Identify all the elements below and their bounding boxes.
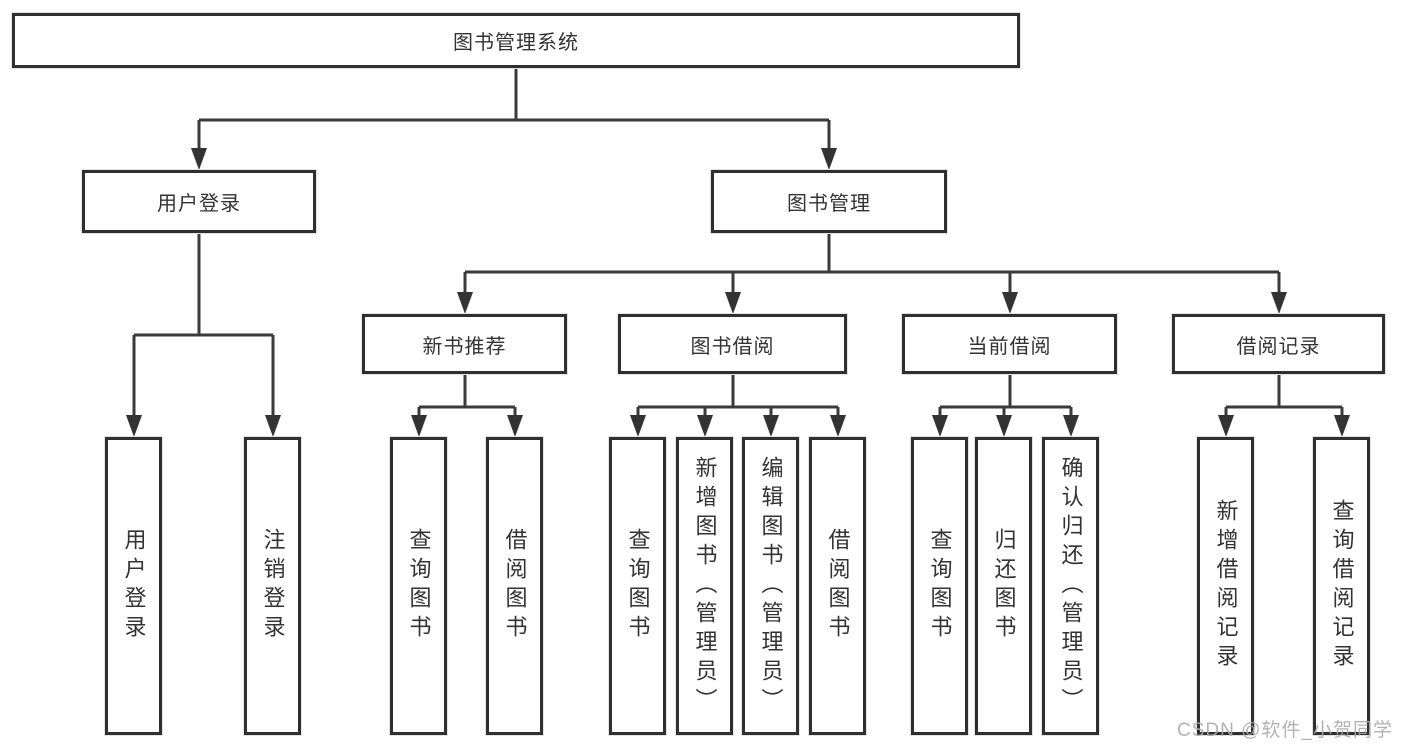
arrowhead (821, 148, 837, 170)
watermark-text: CSDN @软件_小贺同学 (1177, 720, 1393, 741)
arrowhead (1063, 415, 1079, 437)
connector-user-login-children (132, 233, 275, 417)
arrowhead (411, 415, 427, 437)
node-leaf-label: 注销登录 (260, 528, 286, 644)
arrowhead (932, 415, 948, 437)
node-root: 图书管理系统 (12, 13, 1020, 68)
node-leaf-label: 确认归还（管理员） (1058, 455, 1084, 717)
node-book-management: 图书管理 (711, 170, 947, 233)
node-leaf-query-borrow-record: 查询借阅记录 (1313, 437, 1370, 735)
arrowhead (457, 292, 473, 314)
node-leaf-add-borrow-record: 新增借阅记录 (1197, 437, 1254, 735)
arrowhead (126, 415, 142, 437)
node-borrow-records: 借阅记录 (1172, 314, 1385, 374)
arrowhead (191, 148, 207, 170)
node-leaf-user-login: 用户登录 (105, 437, 162, 735)
arrowhead (725, 292, 741, 314)
node-user-login-label: 用户登录 (157, 193, 241, 215)
arrowhead (265, 415, 281, 437)
node-user-login: 用户登录 (82, 170, 316, 233)
node-leaf-label: 新增图书（管理员） (692, 455, 718, 717)
connector-book-borrow-children (636, 374, 840, 419)
node-leaf-label: 查询图书 (927, 528, 953, 644)
connector-current-borrow-children (938, 374, 1073, 419)
arrowheads (126, 148, 1350, 437)
arrowhead (1218, 415, 1234, 437)
arrowhead (1002, 292, 1018, 314)
node-leaf-label: 用户登录 (121, 528, 147, 644)
node-leaf-label: 归还图书 (991, 528, 1017, 644)
node-leaf-edit-books-admin: 编辑图书（管理员） (742, 437, 799, 735)
arrowhead (763, 415, 779, 437)
node-new-book-recommend-label: 新书推荐 (422, 335, 507, 358)
node-leaf-borrow-books-recommend: 借阅图书 (486, 437, 543, 735)
arrowhead (1334, 415, 1350, 437)
arrowhead (830, 415, 846, 437)
arrowhead (630, 415, 646, 437)
arrowhead (697, 415, 713, 437)
node-leaf-query-books-current: 查询图书 (911, 437, 968, 735)
node-root-label: 图书管理系统 (453, 32, 579, 54)
node-leaf-add-books-admin: 新增图书（管理员） (676, 437, 733, 735)
node-leaf-label: 编辑图书（管理员） (758, 455, 784, 717)
node-new-book-recommend: 新书推荐 (362, 314, 567, 374)
node-current-borrow-label: 当前借阅 (967, 335, 1052, 358)
arrowhead (996, 415, 1012, 437)
node-leaf-label: 查询图书 (625, 528, 651, 644)
node-leaf-query-books-borrow: 查询图书 (609, 437, 666, 735)
arrowhead (507, 415, 523, 437)
connector-new-book-recommend-children (417, 374, 517, 419)
node-leaf-label: 新增借阅记录 (1213, 499, 1239, 673)
node-leaf-label: 查询借阅记录 (1329, 499, 1355, 673)
node-leaf-label: 借阅图书 (825, 528, 851, 644)
node-leaf-query-books-recommend: 查询图书 (390, 437, 447, 735)
node-book-borrow: 图书借阅 (618, 314, 847, 374)
node-leaf-return-books: 归还图书 (975, 437, 1032, 735)
node-current-borrow: 当前借阅 (902, 314, 1117, 374)
connector-borrow-records-children (1224, 374, 1344, 419)
node-leaf-confirm-return-admin: 确认归还（管理员） (1042, 437, 1099, 735)
arrowhead (1271, 292, 1287, 314)
node-leaf-logout: 注销登录 (244, 437, 301, 735)
node-leaf-borrow-books: 借阅图书 (809, 437, 866, 735)
node-borrow-records-label: 借阅记录 (1236, 335, 1321, 358)
node-book-management-label: 图书管理 (787, 193, 871, 215)
connector-root-to-level2 (197, 68, 831, 150)
node-leaf-label: 借阅图书 (502, 528, 528, 644)
node-leaf-label: 查询图书 (406, 528, 432, 644)
connector-book-management-children (463, 233, 1281, 294)
node-book-borrow-label: 图书借阅 (690, 335, 775, 358)
